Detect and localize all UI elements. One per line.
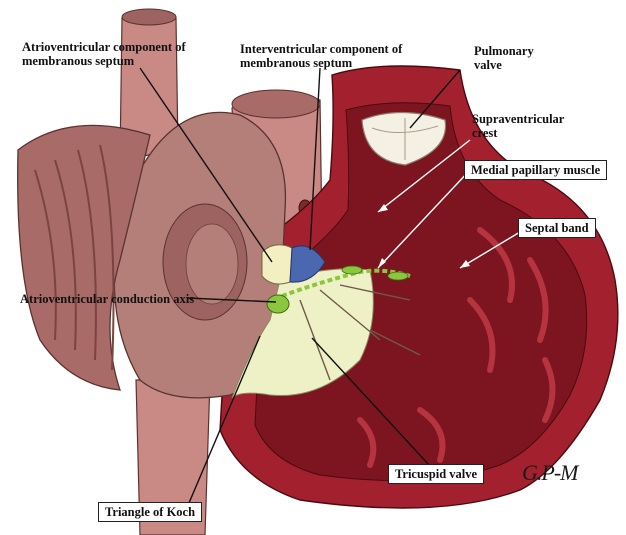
label-text: Atrioventricular conduction axis xyxy=(20,292,194,306)
av-membranous-septum xyxy=(262,245,292,284)
artist-signature: G.P-M xyxy=(522,460,577,486)
label-av-membranous-septum: Atrioventricular component of membranous… xyxy=(22,40,186,68)
label-pulmonary-valve: Pulmonary valve xyxy=(474,44,534,72)
label-line: crest xyxy=(472,126,564,140)
label-text: Triangle of Koch xyxy=(105,505,195,519)
label-triangle-of-koch: Triangle of Koch xyxy=(98,502,202,522)
aorta-opening xyxy=(232,90,320,118)
label-line: membranous septum xyxy=(22,54,186,68)
label-medial-papillary-muscle: Medial papillary muscle xyxy=(464,160,607,180)
label-text: Septal band xyxy=(525,221,589,235)
label-line: Pulmonary xyxy=(474,44,534,58)
svc-opening xyxy=(122,9,176,25)
label-septal-band: Septal band xyxy=(518,218,596,238)
label-line: valve xyxy=(474,58,534,72)
label-tricuspid-valve: Tricuspid valve xyxy=(388,464,484,484)
label-text: Medial papillary muscle xyxy=(471,163,600,177)
label-line: membranous septum xyxy=(240,56,402,70)
label-text: Tricuspid valve xyxy=(395,467,477,481)
label-line: Atrioventricular component of xyxy=(22,40,186,54)
label-line: Supraventricular xyxy=(472,112,564,126)
signature-text: G.P-M xyxy=(522,460,577,485)
av-node xyxy=(267,295,289,313)
label-line: Interventricular component of xyxy=(240,42,402,56)
label-iv-membranous-septum: Interventricular component of membranous… xyxy=(240,42,402,70)
label-supraventricular-crest: Supraventricular crest xyxy=(472,112,564,140)
label-av-conduction-axis: Atrioventricular conduction axis xyxy=(20,292,194,306)
